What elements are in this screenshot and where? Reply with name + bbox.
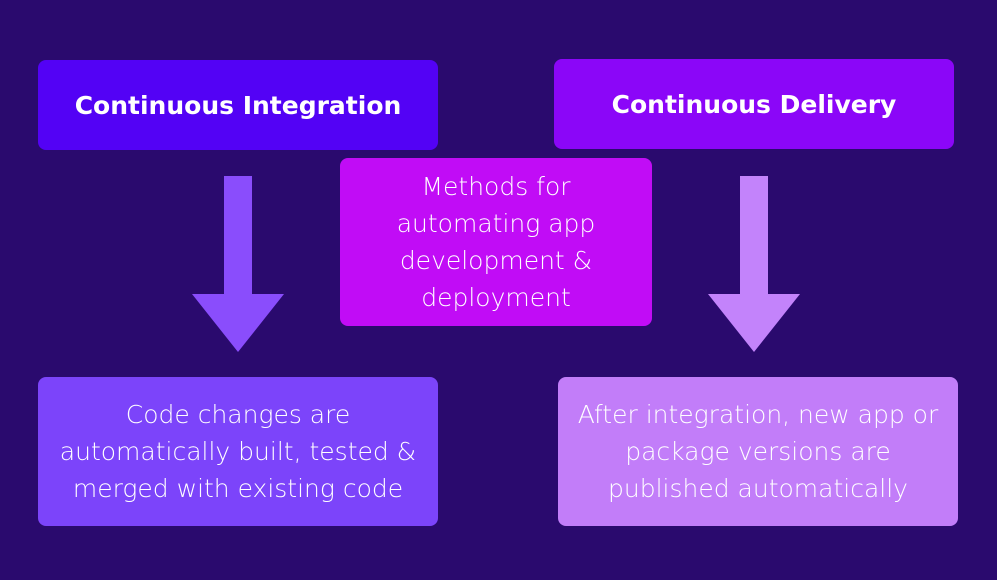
cd-description: After integration, new app or package ve… xyxy=(577,400,939,503)
ci-description: Code changes are automatically built, te… xyxy=(59,400,417,503)
center-box: Methods for automating app development &… xyxy=(340,158,652,326)
ci-title: Continuous Integration xyxy=(74,90,402,120)
center-text: Methods for automating app development &… xyxy=(396,172,596,312)
ci-down-arrow-icon xyxy=(192,176,284,352)
ci-header: Continuous Integration xyxy=(38,60,438,150)
cd-down-arrow-icon xyxy=(708,176,800,352)
cd-header: Continuous Delivery xyxy=(554,59,954,149)
ci-description-box: Code changes are automatically built, te… xyxy=(38,377,438,526)
cd-title: Continuous Delivery xyxy=(611,89,897,119)
cd-description-box: After integration, new app or package ve… xyxy=(558,377,958,526)
